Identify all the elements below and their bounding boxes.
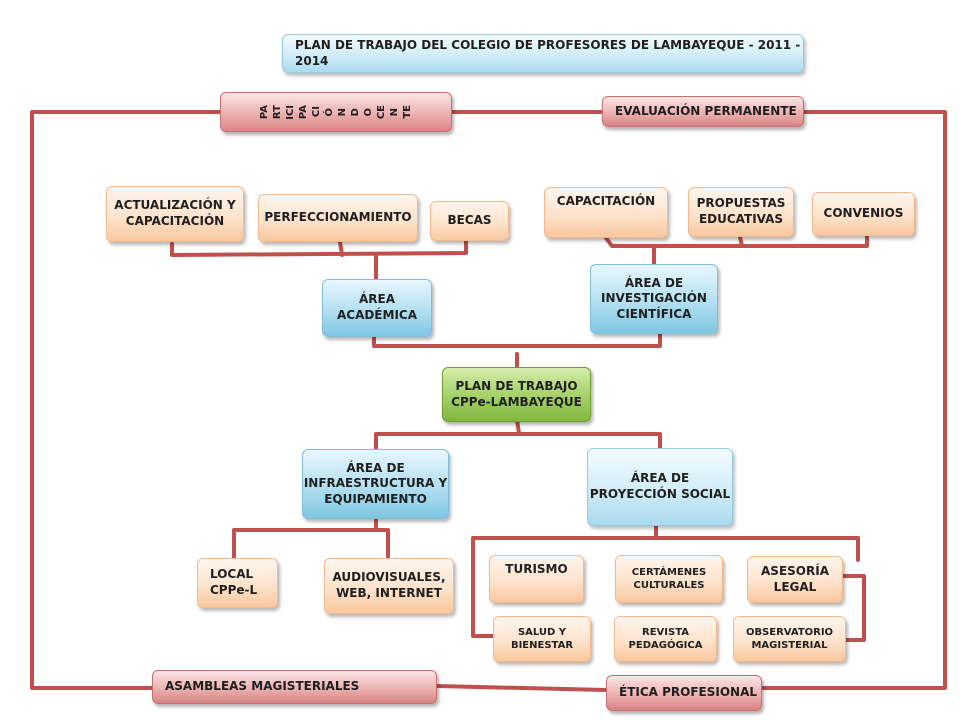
scholarships-node: BECAS <box>430 201 509 241</box>
principle-link-line <box>435 684 608 692</box>
assemblies-box: ASAMBLEAS MAGISTERIALES <box>152 670 437 704</box>
academic-branch-line <box>170 238 468 257</box>
legal-advice-node: ASESORÍA LEGAL <box>747 556 843 603</box>
academic-branch-line <box>338 240 344 257</box>
infrastructure-branch-line <box>374 528 390 562</box>
participation-text-column: CE <box>375 104 387 120</box>
educational-proposals-node: PROPUESTAS EDUCATIVAS <box>688 187 794 237</box>
cultural-contests-node: CERTÁMENES CULTURALES <box>615 555 723 603</box>
ethics-box: ÉTICA PROFESIONAL <box>606 675 762 711</box>
participation-text-column: PA <box>258 104 270 120</box>
research-branch-line <box>738 235 744 248</box>
participation-text-column: Ó <box>323 107 335 117</box>
outer-frame-line <box>30 110 230 690</box>
observatory-node: OBSERVATORIO MAGISTERIAL <box>733 616 846 662</box>
infrastructure-branch-line <box>232 516 378 562</box>
participation-text-column: TE <box>401 105 413 119</box>
tourism-node: TURISMO <box>489 555 584 603</box>
local-node: LOCAL CPPe-L <box>197 558 278 608</box>
participation-text-column: N <box>388 107 400 117</box>
lower-hub-line <box>515 418 521 435</box>
participation-text-column: O <box>362 107 374 117</box>
upper-hub-line <box>372 330 662 348</box>
social-area-node: ÁREA DE PROYECCIÓN SOCIAL <box>587 448 733 526</box>
plan-title-text: PLAN DE TRABAJO DEL COLEGIO DE PROFESORE… <box>295 37 801 68</box>
evaluation-text: EVALUACIÓN PERMANENTE <box>615 103 797 118</box>
academic-area-node: ÁREA ACADÉMICA <box>322 279 432 337</box>
work-plan-center-node: PLAN DE TRABAJO CPPe-LAMBAYEQUE <box>442 367 591 422</box>
audiovisual-node: AUDIOVISUALES, WEB, INTERNET <box>324 558 454 614</box>
outer-frame-line <box>760 110 947 690</box>
research-area-node: ÁREA DE INVESTIGACIÓN CIENTÍFICA <box>590 264 718 334</box>
participation-text-column: D <box>349 107 361 117</box>
social-branch-line <box>471 546 495 638</box>
social-branch-line <box>841 574 866 642</box>
improvement-node: PERFECCIONAMIENTO <box>258 194 418 242</box>
health-node: SALUD Y BIENESTAR <box>493 616 591 662</box>
research-branch-line <box>604 235 869 248</box>
participation-text-column: PA <box>297 104 309 120</box>
participation-text-column: RT <box>271 104 283 120</box>
participation-text-column: ICI <box>284 104 296 120</box>
participation-text-column: N <box>336 107 348 117</box>
pedagogical-magazine-node: REVISTA PEDAGÓGICA <box>614 616 717 662</box>
lower-hub-line <box>374 432 662 452</box>
participation-text-column: CI <box>310 106 322 118</box>
training-node: CAPACITACIÓN <box>544 187 668 238</box>
agreements-node: CONVENIOS <box>812 192 915 236</box>
evaluation-box: EVALUACIÓN PERMANENTE <box>602 96 804 127</box>
social-branch-line <box>471 536 860 562</box>
infrastructure-area-node: ÁREA DE INFRAESTRUCTURA Y EQUIPAMIENTO <box>302 449 449 519</box>
update-training-node: ACTUALIZACIÓN Y CAPACITACIÓN <box>106 186 244 242</box>
plan-title: PLAN DE TRABAJO DEL COLEGIO DE PROFESORE… <box>282 34 804 73</box>
